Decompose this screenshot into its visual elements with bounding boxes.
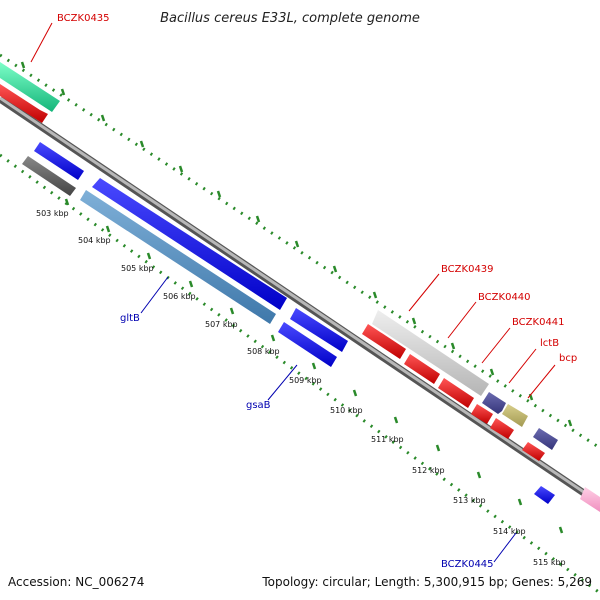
gene-bczk0440-purple[interactable]	[482, 392, 506, 414]
gene-red-reverse-1[interactable]	[362, 324, 406, 359]
gene-label-lctB: lctB	[540, 338, 559, 349]
gene-bczk0435-green[interactable]	[0, 62, 60, 112]
gene-bczk0439-lightgray[interactable]	[372, 310, 489, 396]
map-title: Bacillus cereus E33L, complete genome	[160, 11, 420, 26]
gene-label-bczk0441: BCZK0441	[512, 317, 565, 328]
gene-label-bcp: bcp	[559, 353, 577, 364]
gene-bczk0441-olive[interactable]	[502, 404, 528, 427]
kbp-label: 506 kbp	[163, 292, 196, 301]
gene-red-reverse-2[interactable]	[404, 354, 440, 384]
label-leader-lines	[30, 22, 556, 563]
kbp-label: 504 kbp	[78, 236, 111, 245]
genome-backbone-highlight	[0, 96, 600, 505]
kbp-label: 511 kbp	[371, 435, 404, 444]
gene-bcp-purple[interactable]	[533, 428, 558, 450]
kbp-label: 510 kbp	[330, 406, 363, 415]
gene-label-bczk0445: BCZK0445	[441, 559, 494, 570]
kbp-label: 508 kbp	[247, 347, 280, 356]
inner-major-ticks	[64, 198, 564, 534]
gene-label-gltB: gltB	[120, 313, 140, 324]
accession-text: Accession: NC_006274	[8, 575, 144, 589]
gene-red-reverse-6[interactable]	[522, 442, 545, 461]
kbp-labels: 503 kbp 504 kbp 505 kbp 506 kbp 507 kbp …	[36, 209, 566, 567]
gene-pink-forward[interactable]	[580, 487, 600, 512]
gene-red-forward-1[interactable]	[0, 84, 48, 123]
kbp-label: 503 kbp	[36, 209, 69, 218]
kbp-label: 513 kbp	[453, 496, 486, 505]
gene-label-gsaB: gsaB	[246, 400, 271, 411]
kbp-label: 509 kbp	[289, 376, 322, 385]
kbp-label: 514 kbp	[493, 527, 526, 536]
outer-major-ticks	[20, 61, 573, 427]
kbp-label: 505 kbp	[121, 264, 154, 273]
gene-gltB-blue[interactable]	[92, 178, 287, 310]
gene-blue-small-1[interactable]	[34, 142, 84, 180]
gene-red-reverse-3[interactable]	[438, 378, 474, 408]
gene-red-reverse-5[interactable]	[490, 418, 514, 439]
gene-red-reverse-4[interactable]	[471, 404, 493, 424]
kbp-label: 507 kbp	[205, 320, 238, 329]
gene-gsaB-blue-1[interactable]	[290, 308, 348, 352]
kbp-label: 512 kbp	[412, 466, 445, 475]
gene-bczk0445-blue[interactable]	[534, 486, 555, 504]
gene-gsaB-blue-2[interactable]	[278, 322, 337, 367]
kbp-label: 515 kbp	[533, 558, 566, 567]
genome-summary-text: Topology: circular; Length: 5,300,915 bp…	[261, 575, 592, 589]
gene-dgray[interactable]	[22, 156, 76, 196]
gene-gltB-steel[interactable]	[80, 190, 276, 324]
gene-label-bczk0440: BCZK0440	[478, 292, 531, 303]
gene-label-bczk0439: BCZK0439	[441, 264, 494, 275]
outer-dotted-ring	[0, 53, 600, 450]
gene-label-bczk0435: BCZK0435	[57, 13, 110, 24]
